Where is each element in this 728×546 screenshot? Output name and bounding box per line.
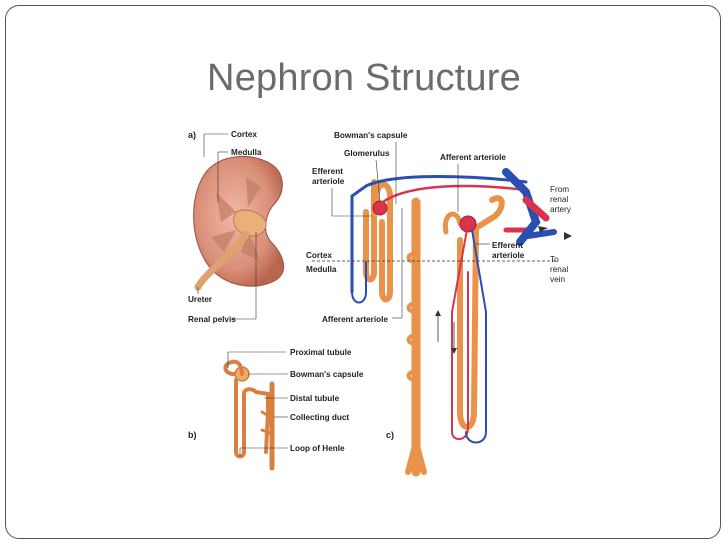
label-distal-tubule: Distal tubule — [290, 394, 340, 403]
label-to: To — [550, 255, 559, 264]
label-efferent-2: arteriole — [312, 177, 345, 186]
label-medulla-c: Medulla — [306, 265, 337, 274]
panel-b-marker: b) — [188, 430, 197, 440]
label-renal-pelvis: Renal pelvis — [188, 315, 236, 324]
label-bowmans-capsule-b: Bowman's capsule — [290, 370, 364, 379]
label-afferent-bottom: Afferent arteriole — [322, 315, 388, 324]
label-proximal-tubule: Proximal tubule — [290, 348, 352, 357]
label-efferent-r1: Efferent — [492, 241, 523, 250]
label-efferent-r2: arteriole — [492, 251, 525, 260]
label-efferent-1: Efferent — [312, 167, 343, 176]
label-renal-a: renal — [550, 195, 568, 204]
label-cortex-c: Cortex — [306, 251, 332, 260]
label-loop-of-henle: Loop of Henle — [290, 444, 345, 453]
label-vein: vein — [550, 275, 565, 284]
label-from: From — [550, 185, 569, 194]
label-collecting-duct: Collecting duct — [290, 413, 349, 422]
label-glomerulus: Glomerulus — [344, 149, 390, 158]
nephron-schematic — [223, 359, 275, 471]
label-ureter: Ureter — [188, 295, 213, 304]
label-afferent-top: Afferent arteriole — [440, 153, 506, 162]
slide-title: Nephron Structure — [207, 57, 521, 99]
label-cortex-a: Cortex — [231, 130, 257, 139]
label-artery: artery — [550, 205, 572, 214]
label-medulla-a: Medulla — [231, 148, 262, 157]
kidney-diagram — [193, 155, 285, 291]
panel-a-marker: a) — [188, 130, 196, 140]
nephron-detailed — [350, 168, 557, 477]
panel-c-marker: c) — [386, 430, 394, 440]
nephron-figure: a) Cortex Medulla Ureter Renal pelvis b)… — [188, 130, 572, 477]
label-bowmans-capsule-c: Bowman's capsule — [334, 131, 408, 140]
label-renal-v: renal — [550, 265, 568, 274]
